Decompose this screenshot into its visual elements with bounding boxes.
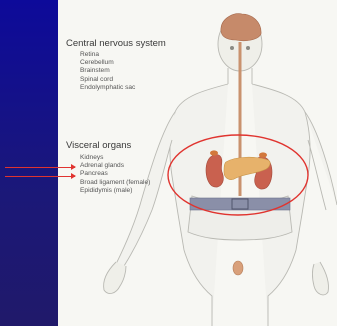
kidney-icon — [206, 155, 223, 188]
list-item: Endolymphatic sac — [80, 84, 135, 92]
visceral-heading: Visceral organs — [66, 141, 131, 151]
adrenal-pointer-arrow — [5, 176, 75, 177]
brain-icon — [221, 14, 261, 41]
cns-heading: Central nervous system — [66, 39, 166, 49]
left-arm-outline — [111, 112, 175, 282]
list-item: Kidneys — [80, 154, 150, 162]
list-item: Brainstem — [80, 67, 135, 75]
left-eye-icon — [230, 46, 234, 50]
list-item: Pancreas — [80, 170, 150, 178]
list-item: Spinal cord — [80, 76, 135, 84]
adrenal-gland-icon — [210, 150, 218, 155]
list-item: Retina — [80, 51, 135, 59]
belt-icon — [190, 198, 290, 210]
kidneys-pointer-arrow — [5, 167, 75, 168]
right-eye-icon — [246, 46, 250, 50]
visceral-list: Kidneys Adrenal glands Pancreas Broad li… — [80, 154, 150, 195]
left-hand-outline — [104, 262, 126, 293]
adrenal-gland-icon — [259, 152, 267, 157]
epididymis-icon — [233, 261, 243, 275]
right-hand-outline — [313, 262, 329, 295]
list-item: Adrenal glands — [80, 162, 150, 170]
cns-list: Retina Cerebellum Brainstem Spinal cord … — [80, 51, 135, 92]
list-item: Broad ligament (female) — [80, 179, 150, 187]
list-item: Cerebellum — [80, 59, 135, 67]
list-item: Epididymis (male) — [80, 187, 150, 195]
